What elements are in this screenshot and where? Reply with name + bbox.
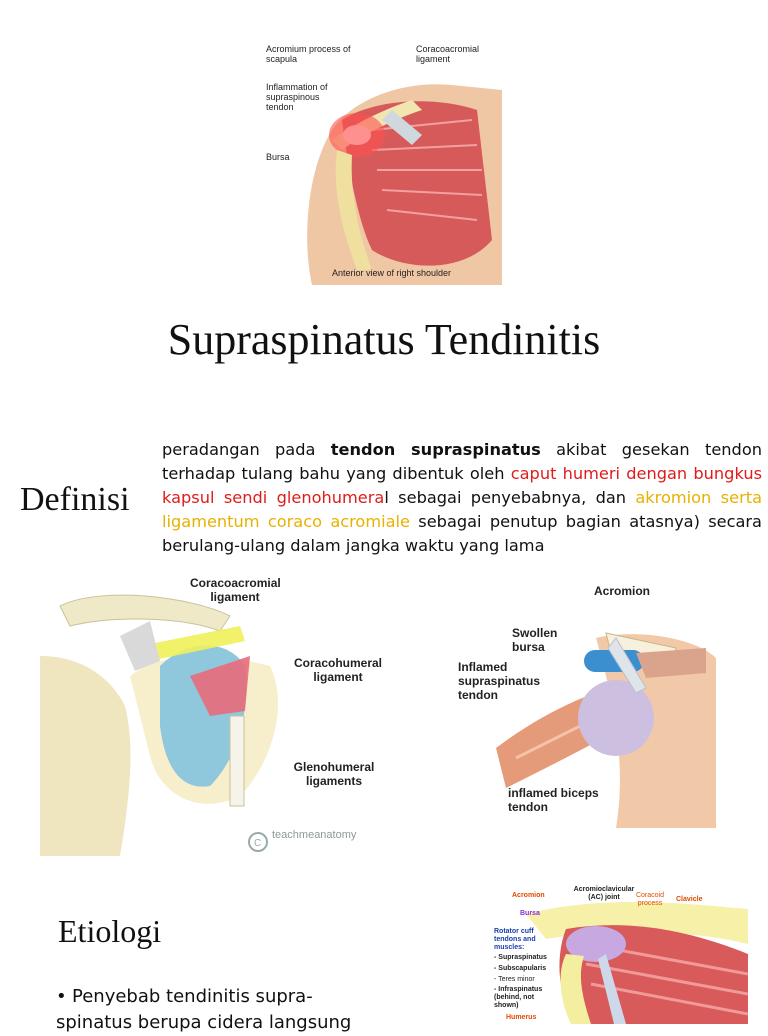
label-rc-supraspinatus: - Supraspinatus [494, 954, 547, 961]
etiologi-bullet-item: •Penyebab tendinitis supra-spinatus beru… [56, 984, 376, 1036]
bursa-illustration [496, 632, 716, 828]
label-inflammation: Inflammation of supraspinous tendon [266, 82, 328, 112]
definition-text-red: caput humeri dengan bungkus kapsul sendi… [162, 464, 763, 507]
label-rc-infraspinatus: - Infraspinatus (behind, not shown) [494, 986, 543, 1009]
label-rc-humerus: Humerus [506, 1014, 537, 1021]
definition-heading: Definisi [20, 481, 130, 518]
rotator-cuff-figure [456, 884, 749, 1024]
definition-text: peradangan pada tendon supraspinatus aki… [162, 438, 762, 558]
label-coracoacromial: Coracoacromial ligament [416, 44, 480, 64]
ligaments-illustration: C [40, 594, 279, 856]
figure-caption: Anterior view of right shoulder [332, 268, 452, 278]
page-title: Supraspinatus Tendinitis [167, 315, 601, 364]
definition-text-bold: tendon supraspinatus [330, 440, 541, 459]
etiologi-bullet-text: Penyebab tendinitis supra-spinatus berup… [56, 986, 352, 1033]
etiologi-heading: Etiologi [58, 913, 162, 949]
label-rc-teres: - Teres minor [494, 976, 535, 983]
label-rc-bursa: Bursa [520, 910, 540, 917]
label-rc-rotator: Rotator cuff tendons and muscles: [494, 928, 536, 951]
watermark-teachmeanatomy: teachmeanatomy [272, 829, 357, 841]
label-coracoacromial-ligament: Coracoacromial ligament [190, 576, 281, 604]
label-rc-subscapularis: - Subscapularis [494, 965, 547, 972]
label-acromion: Acromion [594, 584, 651, 598]
definition-text-1: peradangan pada [162, 440, 331, 459]
svg-text:C: C [254, 838, 261, 849]
definition-text-yellow: akromion serta ligamentum coraco acromia… [162, 488, 762, 531]
shoulder-anatomy-illustration [307, 84, 502, 285]
definition-text-4: sebagai penutup bagian atasnya) secara b… [162, 512, 762, 555]
label-rc-acromion: Acromion [512, 892, 545, 899]
label-rc-ac-joint: Acromioclavicular (AC) joint [573, 886, 635, 901]
top-shoulder-figure [262, 40, 502, 285]
definition-text-3: l sebagai penyebabnya, dan [384, 488, 636, 507]
rotator-cuff-illustration [456, 884, 749, 1024]
label-rc-coracoid: Coracoid process [635, 892, 664, 907]
label-glenohumeral-ligaments: Glenohumeral ligaments [293, 760, 375, 788]
ligaments-figure: C [40, 566, 400, 856]
label-inflamed-supraspinatus: Inflamed supraspinatus tendon [458, 660, 541, 702]
label-rc-clavicle: Clavicle [676, 896, 703, 903]
label-acromium: Acromium process of scapula [266, 44, 351, 64]
label-swollen-bursa: Swollen bursa [512, 626, 558, 654]
label-coracohumeral-ligament: Coracohumeral ligament [293, 656, 383, 684]
definition-text-2: akibat gesekan tendon terhadap tulang ba… [162, 440, 762, 483]
label-bursa: Bursa [266, 152, 290, 162]
bullet-dot: • [56, 986, 67, 1007]
label-inflamed-biceps: inflamed biceps tendon [508, 786, 599, 814]
bursa-figure [496, 578, 716, 828]
